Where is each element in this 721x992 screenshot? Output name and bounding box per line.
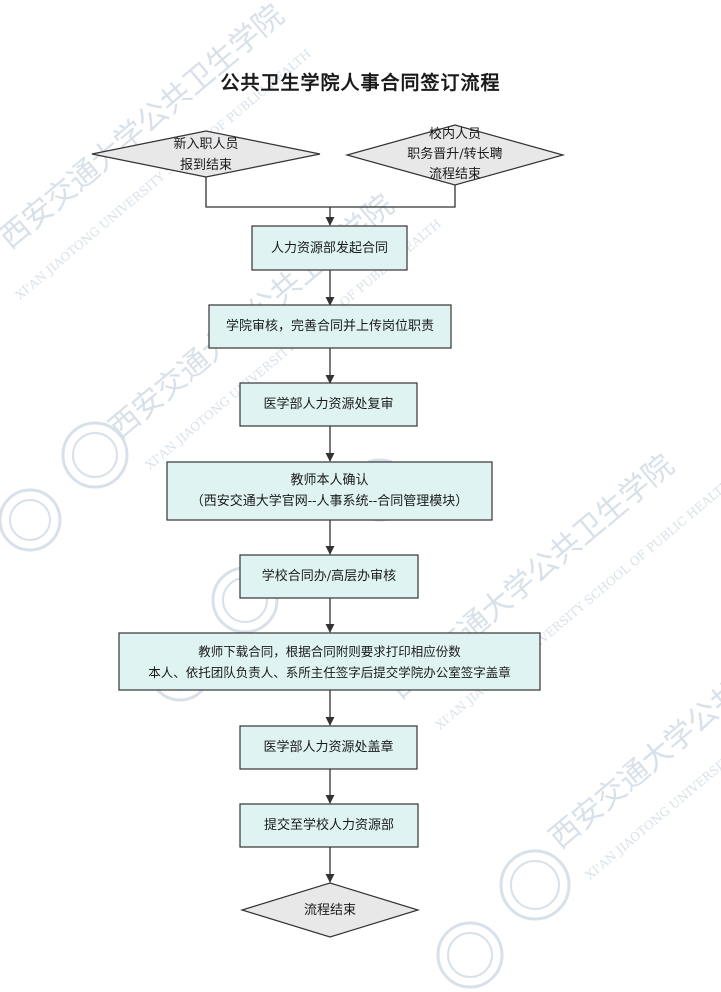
watermark-text-cn: 西安交通大学公共卫生学院 [543,598,721,856]
start-new-label: 新入职人员 报到结束 [173,137,239,173]
page-title: 公共卫生学院人事合同签订流程 [220,72,501,94]
step5-box [239,554,419,599]
step1-box [251,225,408,271]
step5-label: 学校合同办/高层办审核 [261,569,397,584]
step2-box [208,304,452,349]
step1-label: 人力资源部发起合同 [270,240,388,256]
step3-label: 医学部人力资源处复审 [263,397,394,412]
start-internal-label: 校内人员 职务晋升/转长聘 流程结束 [407,127,503,182]
start-new-diamond [91,130,321,178]
step8-label: 提交至学校人力资源部 [263,818,394,833]
step4-label: 教师本人确认 （西安交通大学官网--人事系统--合同管理模块） [190,473,469,509]
seal-logo [0,488,62,552]
step7-label: 医学部人力资源处盖章 [263,740,394,755]
step8-box [239,803,419,848]
end-diamond [239,882,421,938]
shapes [91,124,566,938]
connectors [205,177,456,883]
end-label: 流程结束 [303,902,356,918]
seal-logo [436,921,504,989]
start-internal-diamond [344,124,566,186]
step6-box [118,632,541,691]
step4-box [166,461,493,521]
step2-label: 学院审核，完善合同并上传岗位职责 [225,319,434,334]
step3-box [239,382,418,427]
seal-logo [499,849,571,921]
step7-box [239,725,418,770]
seal-logo [61,421,129,489]
watermark-text-cn: 西安交通大学公共卫生学院 [0,0,291,256]
step6-label: 教师下载合同，根据合同附则要求打印相应份数 本人、依托团队负责人、系所主任签字后… [148,643,511,680]
